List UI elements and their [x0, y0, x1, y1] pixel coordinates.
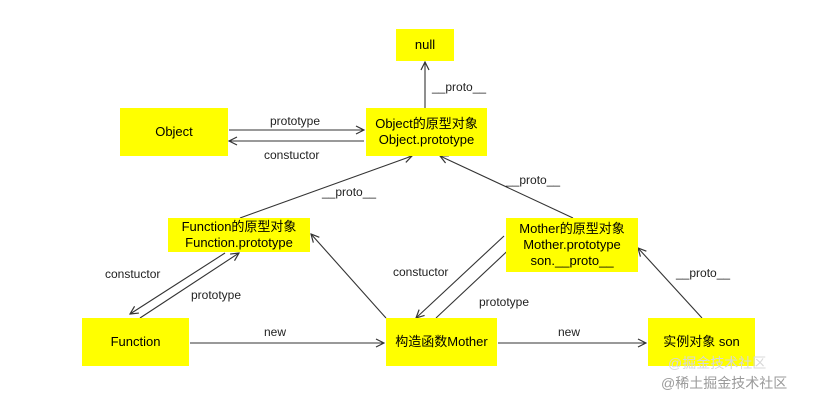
watermark-xitu-juejin: @稀土掘金技术社区 — [661, 375, 788, 391]
edge-mother-proto-to-object-proto — [440, 156, 574, 219]
edge-mother-ctor-to-mother-proto — [435, 242, 517, 319]
label-son-proto: __proto__ — [676, 266, 731, 280]
node-object-prototype: Object的原型对象 Object.prototype — [366, 108, 487, 156]
edge-function-proto-to-function — [130, 252, 226, 314]
label-mother-constuctor: constuctor — [393, 265, 449, 279]
label-function-constuctor: constuctor — [105, 267, 161, 281]
label-new-function-to-mother: new — [264, 325, 287, 339]
node-object: Object — [120, 108, 228, 156]
label-function-prototype: prototype — [191, 288, 242, 302]
edge-mother-proto-to-mother-ctor — [416, 235, 505, 318]
label-object-constuctor: constuctor — [264, 148, 320, 162]
node-null: null — [396, 29, 454, 61]
node-mother-constructor: 构造函数Mother — [386, 318, 497, 366]
node-function-prototype: Function的原型对象 Function.prototype — [168, 218, 310, 252]
edge-function-to-function-proto — [139, 253, 239, 319]
node-son-instance: 实例对象 son — [648, 318, 755, 366]
label-function-proto-to-object-proto: __proto__ — [322, 185, 377, 199]
label-mother-proto-to-object-proto: __proto__ — [506, 173, 561, 187]
edge-son-to-mother-proto — [638, 248, 703, 319]
node-mother-prototype: Mother的原型对象 Mother.prototype son.__proto… — [506, 218, 638, 272]
label-object-prototype: prototype — [270, 114, 321, 128]
node-function: Function — [82, 318, 189, 366]
edge-mother-ctor-to-function-proto — [311, 234, 387, 319]
watermark-juejin: @掘金技术社区 — [668, 355, 767, 371]
edge-function-proto-to-object-proto — [239, 156, 412, 219]
label-new-mother-to-son: new — [558, 325, 581, 339]
label-mother-prototype: prototype — [479, 295, 530, 309]
label-object-proto-to-null: __proto__ — [432, 80, 487, 94]
